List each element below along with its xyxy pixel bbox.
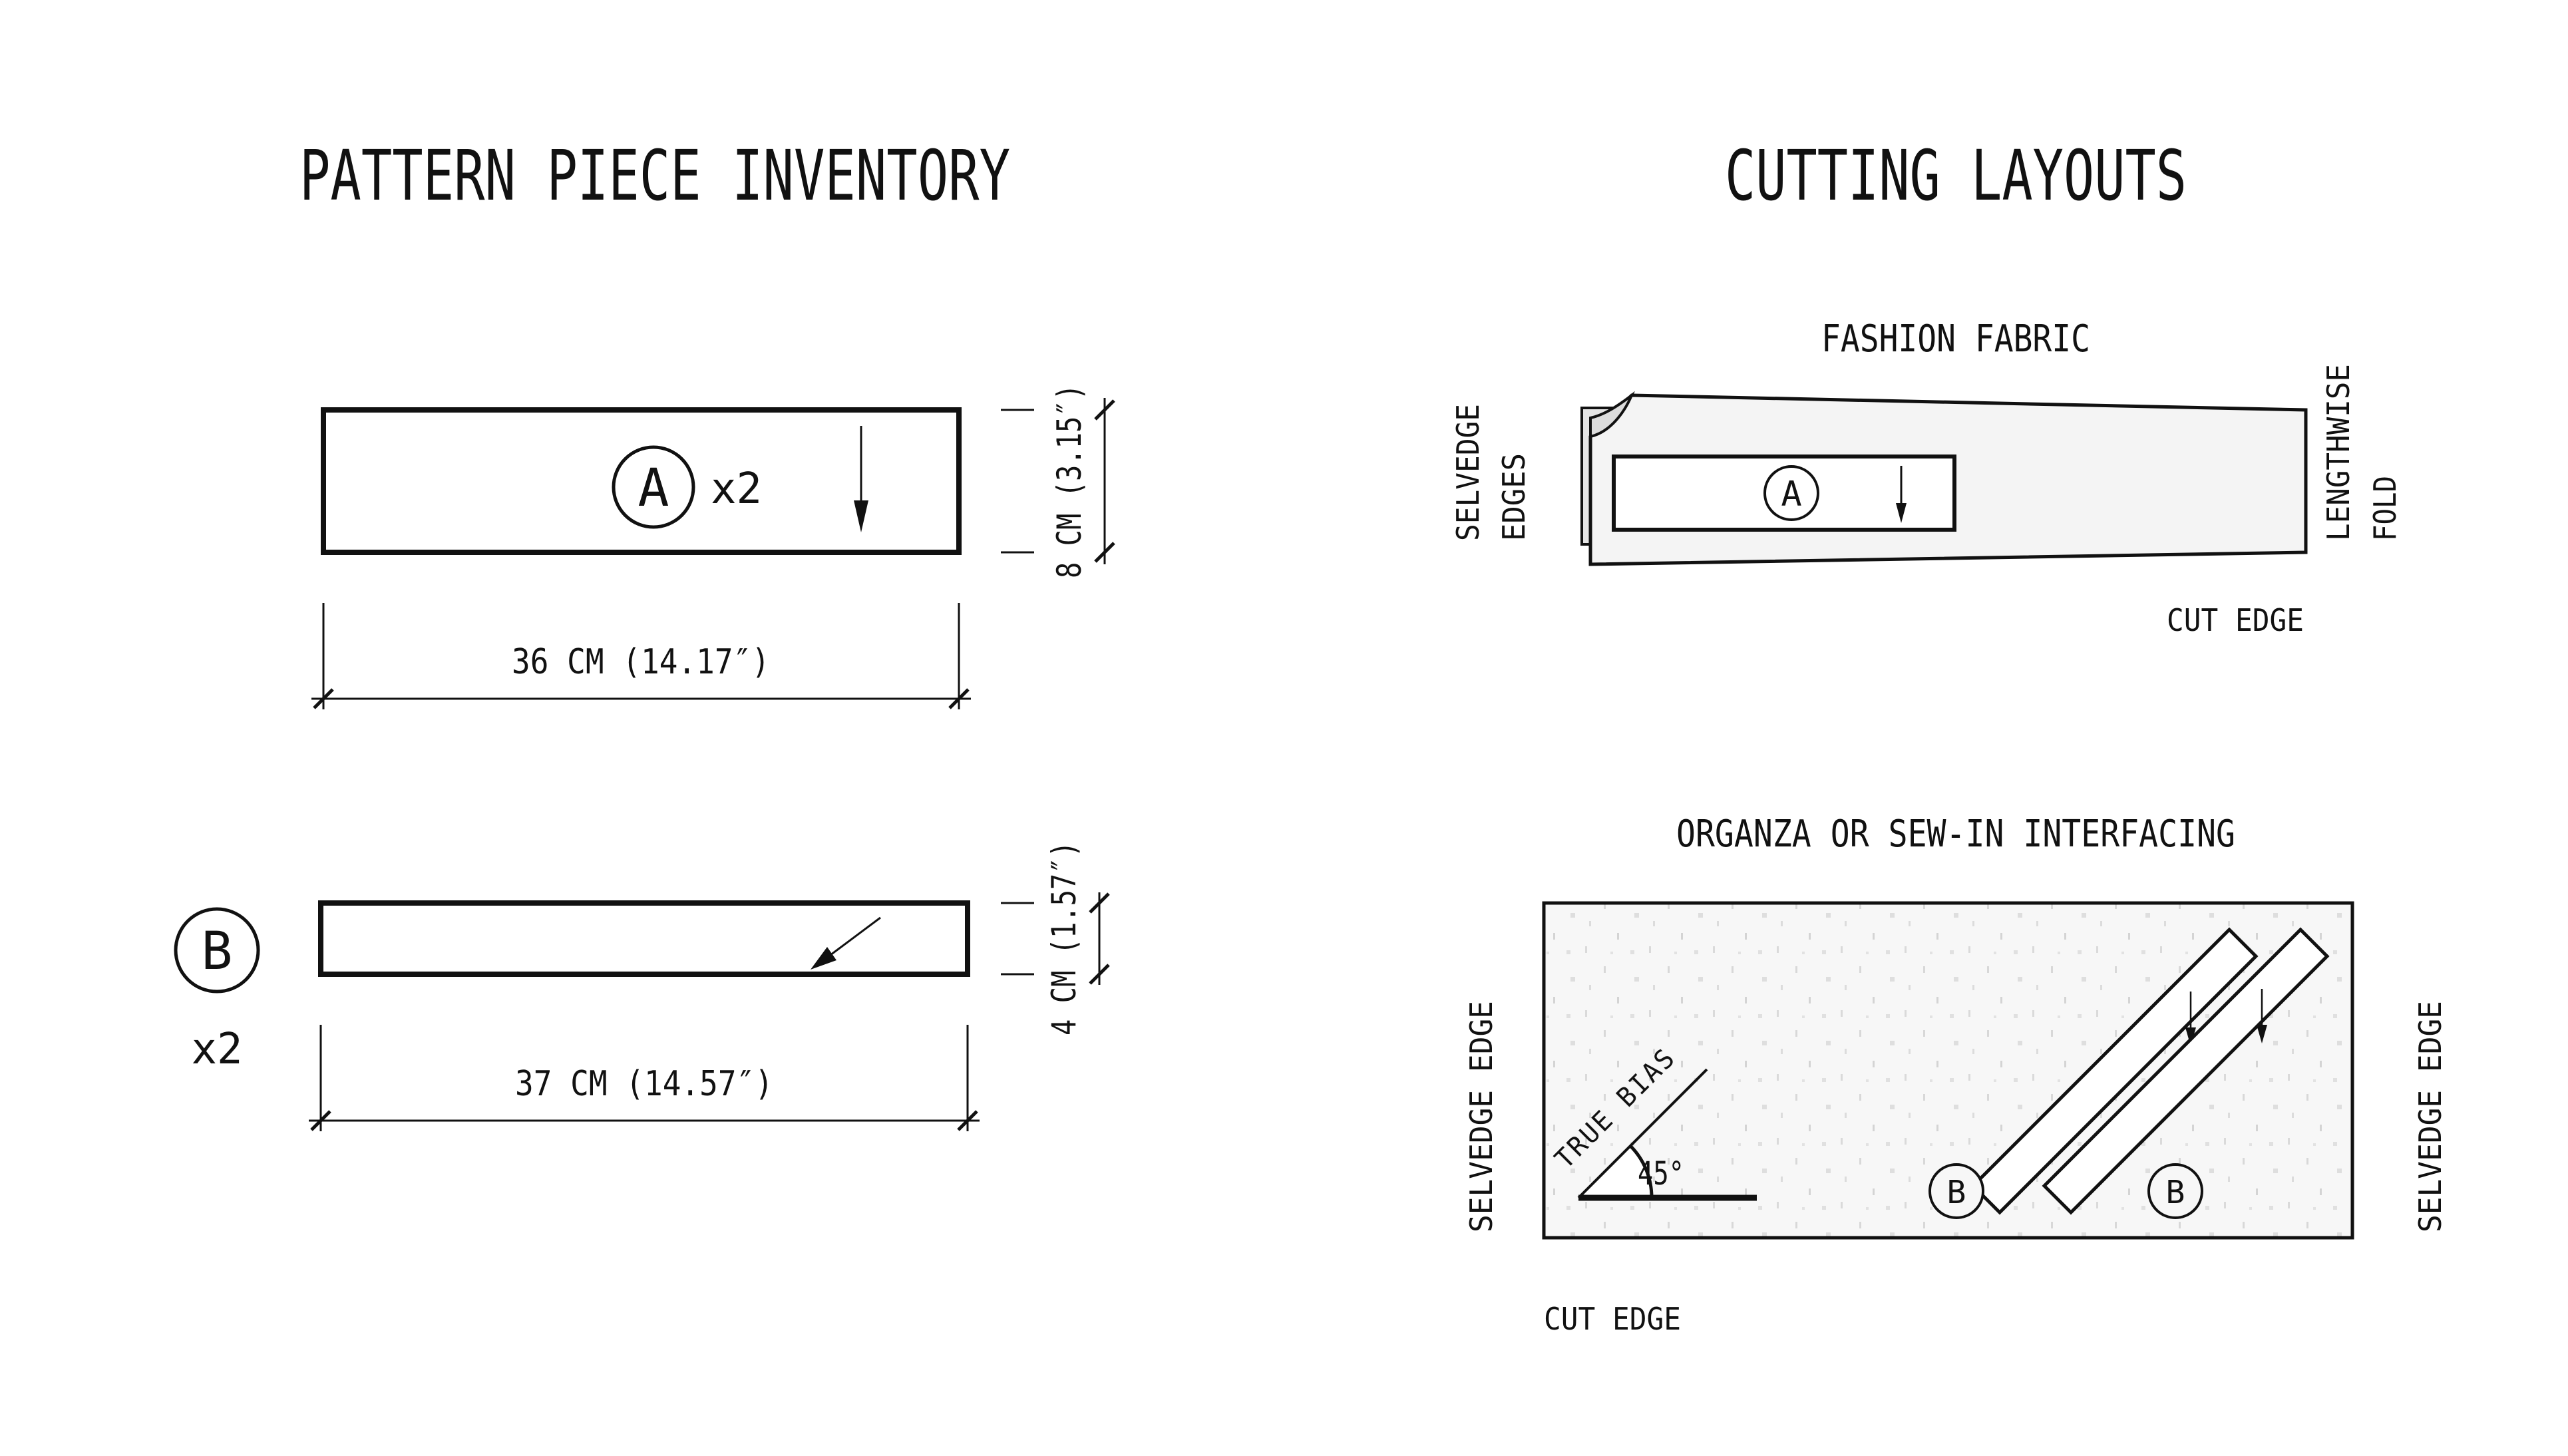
- bias-angle-arc: [1629, 1145, 1654, 1198]
- interfacing-piece-b1-label: B: [1947, 1174, 1966, 1211]
- piece-b-height-dimension: 4 CM (1.57″): [1001, 841, 1110, 1035]
- interfacing-selvedge-left-label: SELVEDGE EDGE: [1463, 1001, 1499, 1232]
- interfacing-piece-b1-circle: [1928, 1163, 1984, 1219]
- interfacing-layout: ORGANZA OR SEW-IN INTERFACING TRUE BIAS …: [1463, 813, 2448, 1337]
- piece-a-drawing: A x2 8 CM (3.15″) 3: [311, 384, 1115, 709]
- cutting-layouts-panel: CUTTING LAYOUTS FASHION FABRIC A SELVEDG…: [1450, 135, 2448, 1337]
- piece-b-quantity: x2: [191, 1025, 242, 1074]
- interfacing-title: ORGANZA OR SEW-IN INTERFACING: [1676, 813, 2235, 856]
- piece-a-label: A: [638, 458, 669, 518]
- fabric-fold-label-line1: LENGTHWISE: [2320, 364, 2356, 541]
- piece-b-label-circle: [174, 907, 260, 994]
- piece-b-bias-grainline-arrow: [811, 916, 881, 970]
- right-panel-title: CUTTING LAYOUTS: [1725, 135, 2187, 216]
- piece-a-grainline-arrow: [854, 426, 868, 532]
- bias-diagonal-line: [1577, 1068, 1708, 1199]
- bias-angle-wedge: [1578, 1146, 1652, 1198]
- piece-b-height-text: 4 CM (1.57″): [1045, 841, 1083, 1035]
- left-panel-title: PATTERN PIECE INVENTORY: [299, 135, 1010, 216]
- fabric-selvedge-label-line2: EDGES: [1496, 453, 1532, 541]
- interfacing-piece-b2-circle: [2147, 1163, 2203, 1219]
- fabric-corner-fold: [1589, 391, 1635, 439]
- piece-a-height-dimension: 8 CM (3.15″): [1001, 384, 1115, 578]
- piece-a-width-text: 36 CM (14.17″): [512, 642, 770, 682]
- piece-a-width-dimension: 36 CM (14.17″): [311, 603, 971, 709]
- interfacing-piece-b2-label: B: [2166, 1174, 2185, 1211]
- fabric-cut-edge-label: CUT EDGE: [2167, 602, 2304, 638]
- piece-a-quantity: x2: [711, 464, 762, 514]
- piece-b-label: B: [202, 922, 233, 982]
- piece-b-drawing: B x2 4 CM (1.57″): [174, 841, 1110, 1131]
- fashion-fabric-title: FASHION FABRIC: [1821, 317, 2090, 361]
- fabric-piece-a-label: A: [1781, 474, 1801, 514]
- piece-a-label-circle: [612, 445, 695, 529]
- piece-b-width-text: 37 CM (14.57″): [515, 1064, 773, 1104]
- interfacing-selvedge-right-label: SELVEDGE EDGE: [2412, 1001, 2448, 1232]
- fashion-fabric-layout: FASHION FABRIC A SELVEDGE EDGES LENGTHWI…: [1450, 317, 2403, 638]
- piece-a-height-text: 8 CM (3.15″): [1050, 384, 1089, 578]
- fabric-fold-label-line2: FOLD: [2367, 476, 2403, 541]
- bias-angle-label: 45°: [1638, 1155, 1684, 1192]
- bias-strip-2: [2042, 927, 2330, 1215]
- piece-b-width-dimension: 37 CM (14.57″): [309, 1025, 980, 1131]
- piece-b-outline: [318, 900, 970, 977]
- fabric-selvedge-label-line1: SELVEDGE: [1450, 404, 1486, 541]
- fabric-piece-a-circle: [1763, 465, 1819, 521]
- interfacing-cut-edge-label: CUT EDGE: [1544, 1301, 1681, 1337]
- pattern-piece-inventory-panel: PATTERN PIECE INVENTORY A x2 8 CM (3.15″…: [174, 135, 1115, 1131]
- fabric-piece-a-grainline-arrow: [1896, 466, 1907, 523]
